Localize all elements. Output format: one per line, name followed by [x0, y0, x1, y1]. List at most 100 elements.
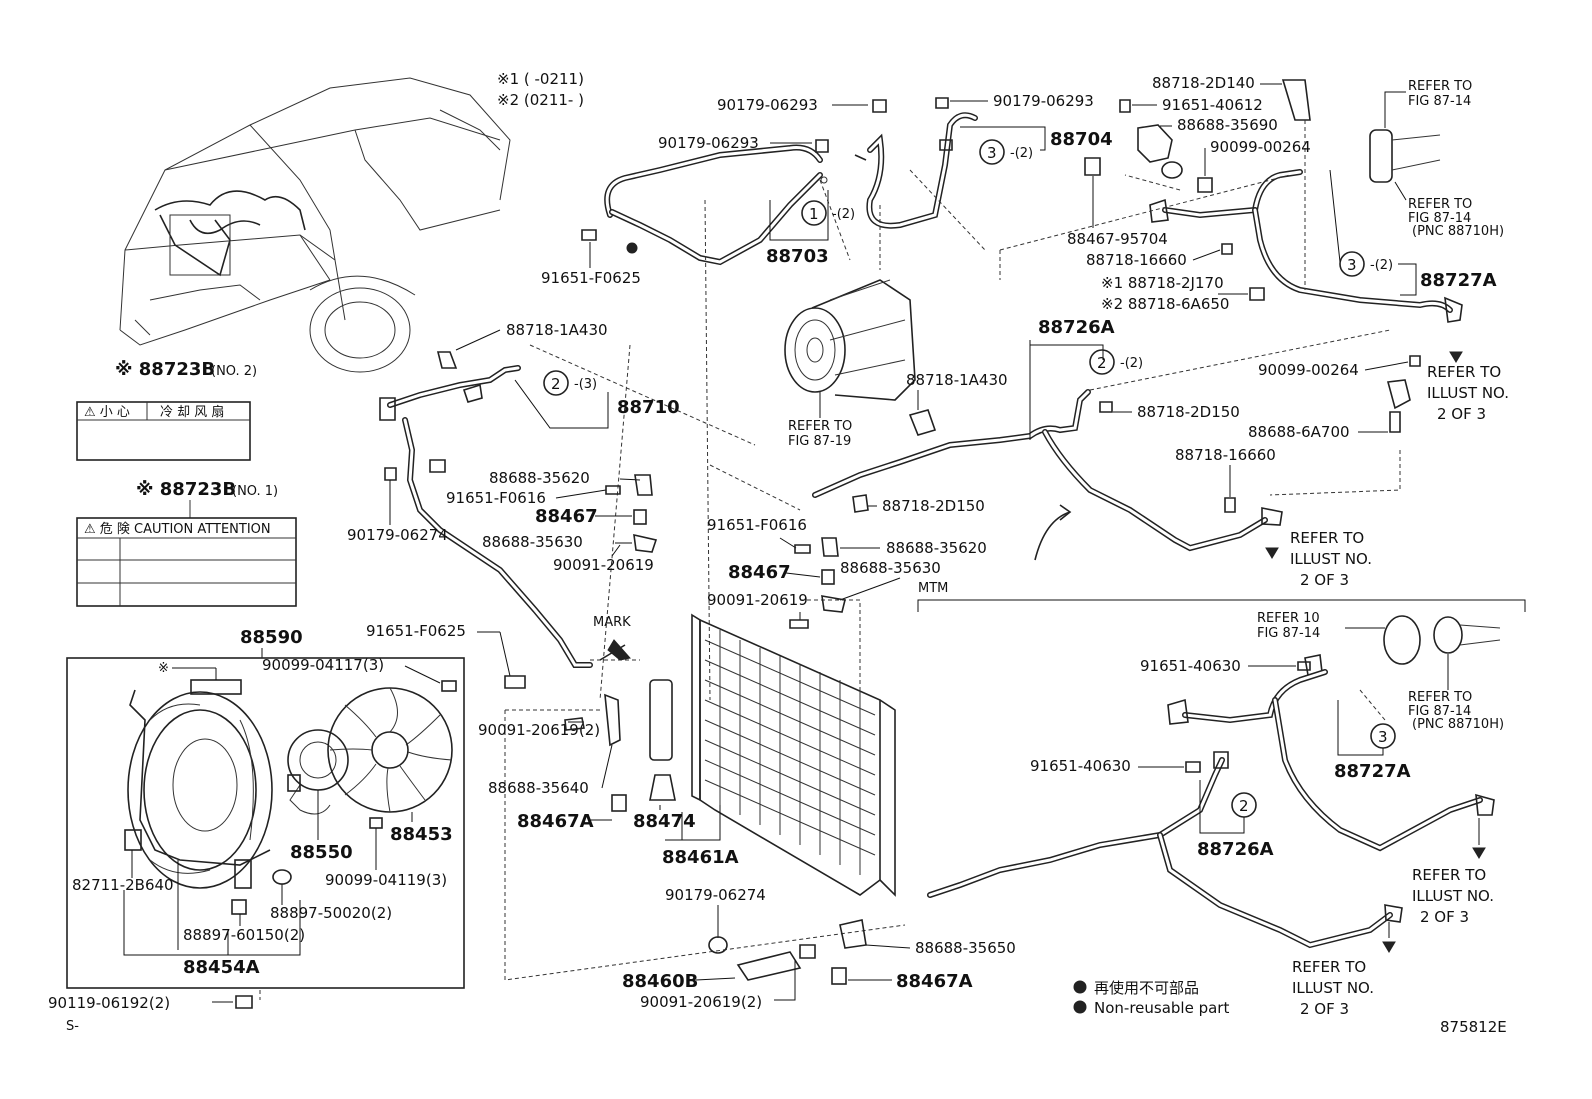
- refer-r1-b: FIG 87-14: [1408, 94, 1471, 109]
- refer-r7-b: ILLUST NO.: [1412, 887, 1494, 905]
- label-88688-35620-b: 88688-35620: [886, 539, 987, 557]
- callout-1-qty: -(2): [832, 207, 855, 222]
- label-90099-00264-a: 90099-00264: [1210, 138, 1311, 156]
- callout-2b-num: 2: [1097, 354, 1107, 372]
- refer-r6-b: FIG 87-14: [1408, 704, 1471, 719]
- refer-r5-b: FIG 87-14: [1257, 626, 1320, 641]
- label-90179-06293-c: 90179-06293: [658, 134, 759, 152]
- label-no2-header-right: 冷 却 风 扇: [160, 404, 224, 420]
- refer-r8-b: ILLUST NO.: [1292, 979, 1374, 997]
- callout-2b: 2 -(2): [1089, 349, 1143, 375]
- callout-2a-qty: -(3): [574, 377, 597, 392]
- label-88467A-a: 88467A: [517, 811, 594, 832]
- label-88718-2D150-b: 88718-2D150: [882, 497, 985, 515]
- label-90179-06293-a: 90179-06293: [717, 96, 818, 114]
- refer-r5-a: REFER 10: [1257, 611, 1320, 626]
- label-88688-35640: 88688-35640: [488, 779, 589, 797]
- label-no1-suffix: (NO. 1): [232, 484, 278, 499]
- label-88704: 88704: [1050, 129, 1113, 150]
- refer-r4-a: REFER TO: [1290, 529, 1364, 547]
- label-88688-35630-b: 88688-35630: [840, 559, 941, 577]
- label-no2-suffix: (NO. 2): [211, 364, 257, 379]
- refer-r7-c: 2 OF 3: [1420, 908, 1469, 926]
- refer-r2-c: (PNC 88710H): [1412, 224, 1504, 239]
- label-88688-6A700: 88688-6A700: [1248, 423, 1350, 441]
- label-90179-06293-b: 90179-06293: [993, 92, 1094, 110]
- label-88897-60150: 88897-60150(2): [183, 926, 305, 944]
- liquid-pipe-group: [379, 344, 756, 701]
- label-88688-35690: 88688-35690: [1177, 116, 1278, 134]
- label-no2-title: ※ 88723B: [115, 359, 215, 380]
- label-88710: 88710: [617, 397, 680, 418]
- callout-3b-num: 3: [1347, 256, 1357, 274]
- label-88718-2D150-a: 88718-2D150: [1137, 403, 1240, 421]
- variant-note-1: ※1 ( -0211): [497, 70, 584, 88]
- label-90179-06274-b: 90179-06274: [665, 886, 766, 904]
- callout-3a-num: 3: [987, 144, 997, 162]
- callout-3c: 3: [1370, 723, 1396, 749]
- refer-r3-a: REFER TO: [1427, 363, 1501, 381]
- label-88718-1A430-b: 88718-1A430: [906, 371, 1008, 389]
- label-88718-2D140: 88718-2D140: [1152, 74, 1255, 92]
- refer-fig8719-a: REFER TO: [788, 419, 852, 434]
- label-no2-header-left: ⚠ 小 心: [84, 405, 130, 420]
- label-88467-95704: 88467-95704: [1067, 230, 1168, 248]
- refer-r1-a: REFER TO: [1408, 79, 1472, 94]
- callout-2c: 2: [1231, 792, 1257, 818]
- fan-assembly-box: 88590 ※ 90099-04117(3) 88550: [66, 627, 465, 1000]
- callout-3b-qty: -(2): [1370, 258, 1393, 273]
- corner-mark: S-: [66, 1019, 79, 1034]
- label-90099-00264-b: 90099-00264: [1258, 361, 1359, 379]
- fan-box-asterisk: ※: [158, 661, 169, 676]
- legend-jp: 再使用不可部品: [1094, 979, 1199, 997]
- refer-fig8719-b: FIG 87-19: [788, 434, 851, 449]
- mtm-label: MTM: [918, 581, 948, 596]
- label-88467-b: 88467: [728, 562, 791, 583]
- callout-2b-qty: -(2): [1120, 356, 1143, 371]
- label-90091-20619-a: 90091-20619: [553, 556, 654, 574]
- label-88726A-a: 88726A: [1038, 317, 1115, 338]
- refer-r8-c: 2 OF 3: [1300, 1000, 1349, 1018]
- label-88461A: 88461A: [662, 847, 739, 868]
- label-no1-title: ※ 88723B: [136, 479, 236, 500]
- label-91651-40630-b: 91651-40630: [1030, 757, 1131, 775]
- label-88454A: 88454A: [183, 957, 260, 978]
- label-90119-06192: 90119-06192(2): [48, 994, 170, 1012]
- label-91651-F0625-b: 91651-F0625: [366, 622, 466, 640]
- label-88727A-a: 88727A: [1420, 270, 1497, 291]
- refer-r2-a: REFER TO: [1408, 197, 1472, 212]
- callout-3a-qty: -(2): [1010, 146, 1033, 161]
- low-pressure-hose-group: [709, 250, 1421, 561]
- caution-label-no1: ※ 88723B (NO. 1) ⚠ 危 険 CAUTION ATTENTION: [76, 479, 297, 607]
- mark-label: MARK: [593, 615, 631, 630]
- refer-r4-b: ILLUST NO.: [1290, 550, 1372, 568]
- legend-en: Non-reusable part: [1094, 999, 1229, 1017]
- refer-r3-c: 2 OF 3: [1437, 405, 1486, 423]
- callout-2c-num: 2: [1239, 797, 1249, 815]
- refer-r3-b: ILLUST NO.: [1427, 384, 1509, 402]
- label-91651-F0616-a: 91651-F0616: [446, 489, 546, 507]
- callout-3a: 3 -(2): [979, 139, 1033, 165]
- caution-label-no2: ※ 88723B (NO. 2) ⚠ 小 心 冷 却 风 扇: [76, 359, 257, 461]
- callout-3b: 3 -(2): [1339, 251, 1393, 277]
- label-88897-50020: 88897-50020(2): [270, 904, 392, 922]
- label-88718-16660-a: 88718-16660: [1086, 251, 1187, 269]
- label-90091-20619-c: 90091-20619(2): [478, 721, 600, 739]
- refer-r6-c: (PNC 88710H): [1412, 717, 1504, 732]
- refer-r4-c: 2 OF 3: [1300, 571, 1349, 589]
- refer-r6-a: REFER TO: [1408, 690, 1472, 705]
- label-no1-header: ⚠ 危 険 CAUTION ATTENTION: [84, 522, 271, 537]
- label-91651-F0625-a: 91651-F0625: [541, 269, 641, 287]
- label-88726A-b: 88726A: [1197, 839, 1274, 860]
- variant-note-2: ※2 (0211- ): [497, 91, 584, 109]
- label-88727A-b: 88727A: [1334, 761, 1411, 782]
- label-88453: 88453: [390, 824, 453, 845]
- label-88550: 88550: [290, 842, 353, 863]
- label-90091-20619-d: 90091-20619(2): [640, 993, 762, 1011]
- discharge-hose-group: [581, 97, 986, 701]
- label-88460B: 88460B: [622, 971, 698, 992]
- non-reusable-dot-icon: [1073, 980, 1087, 994]
- label-88703: 88703: [766, 246, 829, 267]
- label-88718-1A430-a: 88718-1A430: [506, 321, 608, 339]
